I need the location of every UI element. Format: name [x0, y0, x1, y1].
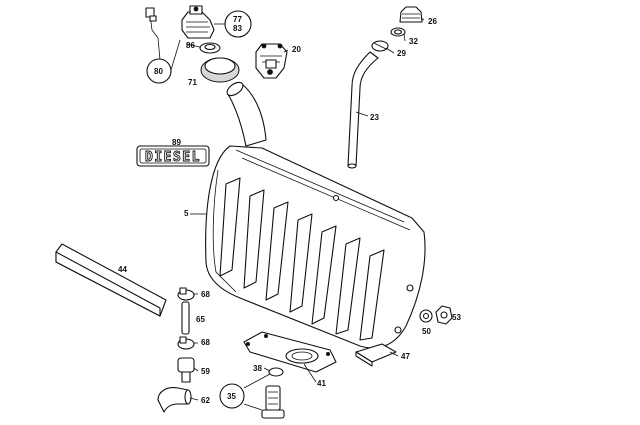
label-59: 59	[201, 367, 210, 376]
clamp-68-lower	[177, 336, 195, 350]
breather-hose-23	[347, 51, 379, 169]
seal-ring-38	[268, 367, 284, 377]
label-68-lower: 68	[201, 338, 210, 347]
label-35: 35	[227, 392, 236, 401]
callout-circle-80	[146, 58, 172, 84]
pad-47	[355, 343, 397, 367]
label-62: 62	[201, 396, 210, 405]
fuel-tank-5	[205, 145, 426, 349]
sender-unit-20	[255, 43, 288, 79]
clamp-68-upper	[177, 287, 195, 301]
hose-65	[181, 301, 190, 335]
elbow-fitting-62	[157, 387, 192, 413]
label-86: 86	[186, 41, 195, 50]
cap-part-77-83	[181, 5, 215, 39]
diesel-badge-89: DIESEL	[136, 145, 210, 167]
label-5: 5	[184, 209, 189, 218]
label-77: 77	[233, 15, 242, 24]
sender-cable-part	[145, 7, 161, 61]
label-26: 26	[428, 17, 437, 26]
sender-plate-41	[243, 331, 337, 373]
label-68-upper: 68	[201, 290, 210, 299]
filler-ring-71	[200, 57, 240, 83]
washer-53	[435, 305, 453, 325]
label-41: 41	[317, 379, 326, 388]
filler-neck-pipe	[226, 81, 267, 147]
pickup-strainer	[261, 385, 285, 419]
label-20: 20	[292, 45, 301, 54]
label-44: 44	[118, 265, 127, 274]
seal-ring-86	[199, 42, 221, 54]
label-89: 89	[172, 138, 181, 147]
label-50: 50	[422, 327, 431, 336]
insulation-pad-44	[55, 243, 167, 317]
label-32: 32	[409, 37, 418, 46]
nut-50	[419, 309, 433, 323]
vent-cap-26	[399, 6, 423, 23]
callout-circle-35	[219, 383, 245, 409]
label-65: 65	[196, 315, 205, 324]
label-83: 83	[233, 24, 242, 33]
label-71: 71	[188, 78, 197, 87]
filter-59	[177, 357, 195, 383]
label-47: 47	[401, 352, 410, 361]
label-29: 29	[397, 49, 406, 58]
diesel-badge-text: DIESEL	[145, 150, 201, 165]
hose-clamp-29	[371, 40, 389, 52]
label-23: 23	[370, 113, 379, 122]
label-53: 53	[452, 313, 461, 322]
seal-ring-32	[390, 27, 406, 37]
label-80: 80	[154, 67, 163, 76]
label-38: 38	[253, 364, 262, 373]
